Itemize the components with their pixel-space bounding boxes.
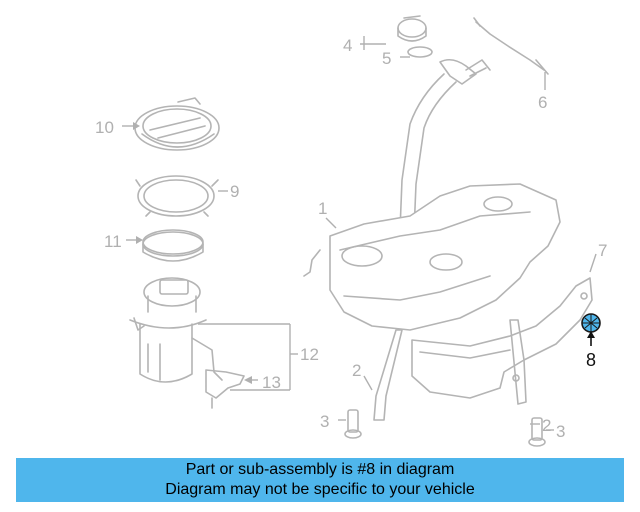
callout-2-right: 2 (542, 416, 551, 435)
parts-diagram: 10 9 11 12 13 (95, 15, 607, 447)
info-banner: Part or sub-assembly is #8 in diagram Di… (16, 458, 624, 502)
callout-11: 11 (104, 232, 122, 251)
callout-10: 10 (95, 118, 114, 137)
part-2-strap-left (373, 329, 403, 421)
callout-6: 6 (538, 93, 547, 112)
part-8-grommet-highlighted[interactable] (581, 313, 601, 333)
callout-7: 7 (598, 241, 607, 260)
part-11-o-ring (142, 229, 204, 262)
callout-8: 8 (586, 350, 596, 370)
part-5-gasket (407, 46, 433, 58)
part-6-vent-line (473, 17, 549, 75)
callout-1: 1 (318, 199, 327, 218)
banner-line-2: Diagram may not be specific to your vehi… (165, 481, 475, 498)
part-2-strap-right (509, 319, 527, 405)
callout-2-left: 2 (352, 361, 361, 380)
part-3-bolt-right (528, 417, 546, 447)
part-12-fuel-pump (129, 277, 223, 383)
part-3-bolt-left (344, 409, 362, 439)
part-1-fuel-tank (303, 183, 561, 331)
part-10-lock-ring (134, 97, 220, 151)
callout-13: 13 (262, 373, 281, 392)
callout-12: 12 (300, 345, 319, 364)
part-4-filler-cap (397, 15, 427, 42)
banner-line-1: Part or sub-assembly is #8 in diagram (185, 461, 455, 478)
part-7-tank-shield (411, 277, 593, 399)
callout-3-left: 3 (320, 412, 329, 431)
part-9-seal (135, 175, 219, 217)
part-13-sensor (205, 369, 245, 409)
callout-9: 9 (230, 182, 239, 201)
callout-3-right: 3 (556, 422, 565, 441)
callout-5: 5 (382, 49, 391, 68)
filler-neck (399, 58, 491, 233)
callout-4: 4 (343, 36, 352, 55)
